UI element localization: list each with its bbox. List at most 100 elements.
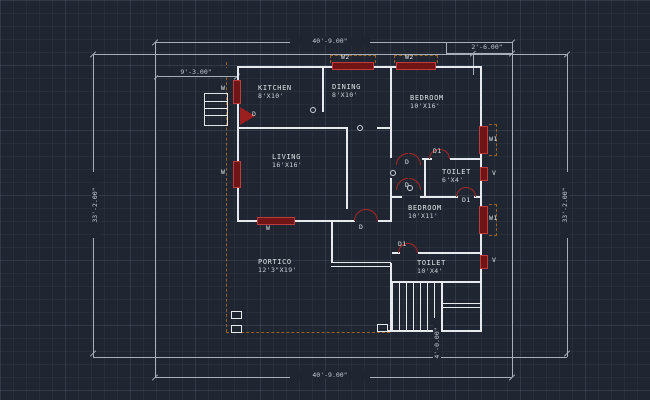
wall-segment (331, 266, 391, 267)
room-label-portico: PORTICO 12'3"X19' (258, 258, 297, 274)
wall-segment (346, 127, 348, 209)
overhang-dashed-line-left (226, 62, 227, 332)
wall-segment (474, 196, 482, 198)
window-label-w-kitchen: W (221, 84, 226, 92)
window-w2-right (396, 62, 436, 70)
wall-segment (237, 220, 257, 222)
dimension-top: 40'-9.00" (290, 37, 370, 45)
lintel-bracket-w1-lower (489, 204, 497, 236)
wall-segment (331, 262, 391, 263)
wall-segment (480, 66, 482, 332)
room-label-bedroom-upper: BEDROOM 10'X16' (410, 94, 444, 110)
dimension-line (93, 357, 567, 358)
vent-label-v-lower: V (492, 256, 497, 264)
wall-segment (443, 307, 482, 308)
door-arc-corridor-upper-left (396, 153, 408, 165)
door-label-d1-bedroom-lower: D1 (462, 196, 471, 204)
room-size: 16'X16' (272, 160, 303, 169)
dimension-top-left-offset: 9'-3.00" (158, 68, 234, 76)
room-name: BEDROOM (410, 94, 444, 102)
window-label-w1-upper: W1 (489, 135, 498, 143)
wall-segment (205, 108, 227, 109)
room-name: DINING (332, 83, 361, 91)
dimension-line (157, 76, 237, 77)
room-name: TOILET (442, 168, 471, 176)
room-label-dining: DINING 8'X10' (332, 83, 361, 99)
door-arc-corridor-lower-left (396, 178, 408, 190)
wall-segment (406, 283, 407, 330)
wall-segment (331, 222, 333, 263)
portico-column (231, 311, 242, 319)
dimension-line (446, 42, 447, 54)
room-size: 8'X10' (332, 90, 358, 99)
wall-segment (390, 66, 392, 158)
door-label-d-kitchen: D (252, 110, 257, 118)
window-label-w2-left: W2 (341, 53, 350, 61)
dimension-line (512, 42, 513, 377)
dimension-line (473, 53, 474, 75)
portico-column (231, 325, 242, 333)
window-w1-upper (479, 126, 488, 154)
dimension-right: 33'-2.00" (561, 172, 569, 238)
dimension-left: 33'-2.00" (91, 172, 99, 238)
wall-segment (392, 252, 400, 254)
lintel-bracket-w2-right (394, 55, 438, 63)
dimension-line (155, 42, 156, 377)
wall-segment (390, 281, 482, 283)
room-label-toilet-lower: TOILET 10'X4' (417, 259, 446, 275)
wall-segment (434, 283, 435, 330)
dimension-tick (508, 374, 516, 381)
opening-circle-marker (390, 170, 396, 176)
room-label-toilet-upper: TOILET 6'X4' (442, 168, 471, 184)
lintel-bracket-w2-left (330, 55, 376, 63)
window-w-living-front (257, 217, 295, 225)
window-label-w-living-front: W (266, 224, 271, 232)
wall-segment (205, 101, 227, 102)
wall-segment (420, 283, 421, 330)
room-label-bedroom-lower: BEDROOM 10'X11' (408, 204, 442, 220)
vent-label-v-upper: V (492, 169, 497, 177)
door-label-d1-toilet-upper: D1 (433, 147, 442, 155)
dimension-bottom: 40'-9.00" (290, 371, 370, 379)
wall-segment (427, 283, 428, 330)
door-label-d-corridor-lower: D (405, 181, 410, 189)
opening-circle-marker (310, 107, 316, 113)
door-label-d1-toilet-lower: D1 (398, 240, 407, 248)
wall-segment (418, 252, 482, 254)
vent-v-upper (480, 167, 488, 181)
room-size: 10'X4' (417, 266, 443, 275)
dimension-line (446, 53, 512, 54)
door-arc-corridor-upper-right (409, 153, 421, 165)
wall-segment (237, 127, 347, 129)
room-name: KITCHEN (258, 84, 292, 92)
window-w2-left (332, 62, 374, 70)
wall-segment (205, 115, 227, 116)
dimension-stair-width: 4'-0.00" (433, 318, 441, 368)
window-label-w-living-side: W (221, 168, 226, 176)
wall-segment (443, 303, 482, 304)
room-size: 6'X4' (442, 175, 464, 184)
vent-v-lower (480, 255, 488, 269)
wall-segment (424, 158, 426, 198)
wall-segment (413, 283, 414, 330)
door-label-d-corridor-upper: D (405, 158, 410, 166)
wall-segment (450, 158, 482, 160)
room-size: 10'X16' (410, 101, 441, 110)
room-name: LIVING (272, 153, 301, 161)
room-size: 8'X10' (258, 91, 284, 100)
window-w-kitchen (233, 80, 241, 104)
wall-segment (390, 178, 392, 222)
window-label-w1-lower: W1 (489, 214, 498, 222)
wall-segment (237, 66, 239, 222)
wall-segment (441, 283, 443, 330)
door-swing-kitchen (240, 107, 255, 125)
window-w1-lower (479, 206, 488, 234)
wall-segment (399, 283, 400, 330)
door-label-d-front: D (359, 223, 364, 231)
door-arc-front (354, 209, 378, 221)
room-label-kitchen: KITCHEN 8'X10' (258, 84, 292, 100)
wall-segment (322, 66, 324, 112)
wall-segment (295, 220, 355, 222)
room-size: 12'3"X19' (258, 265, 297, 274)
